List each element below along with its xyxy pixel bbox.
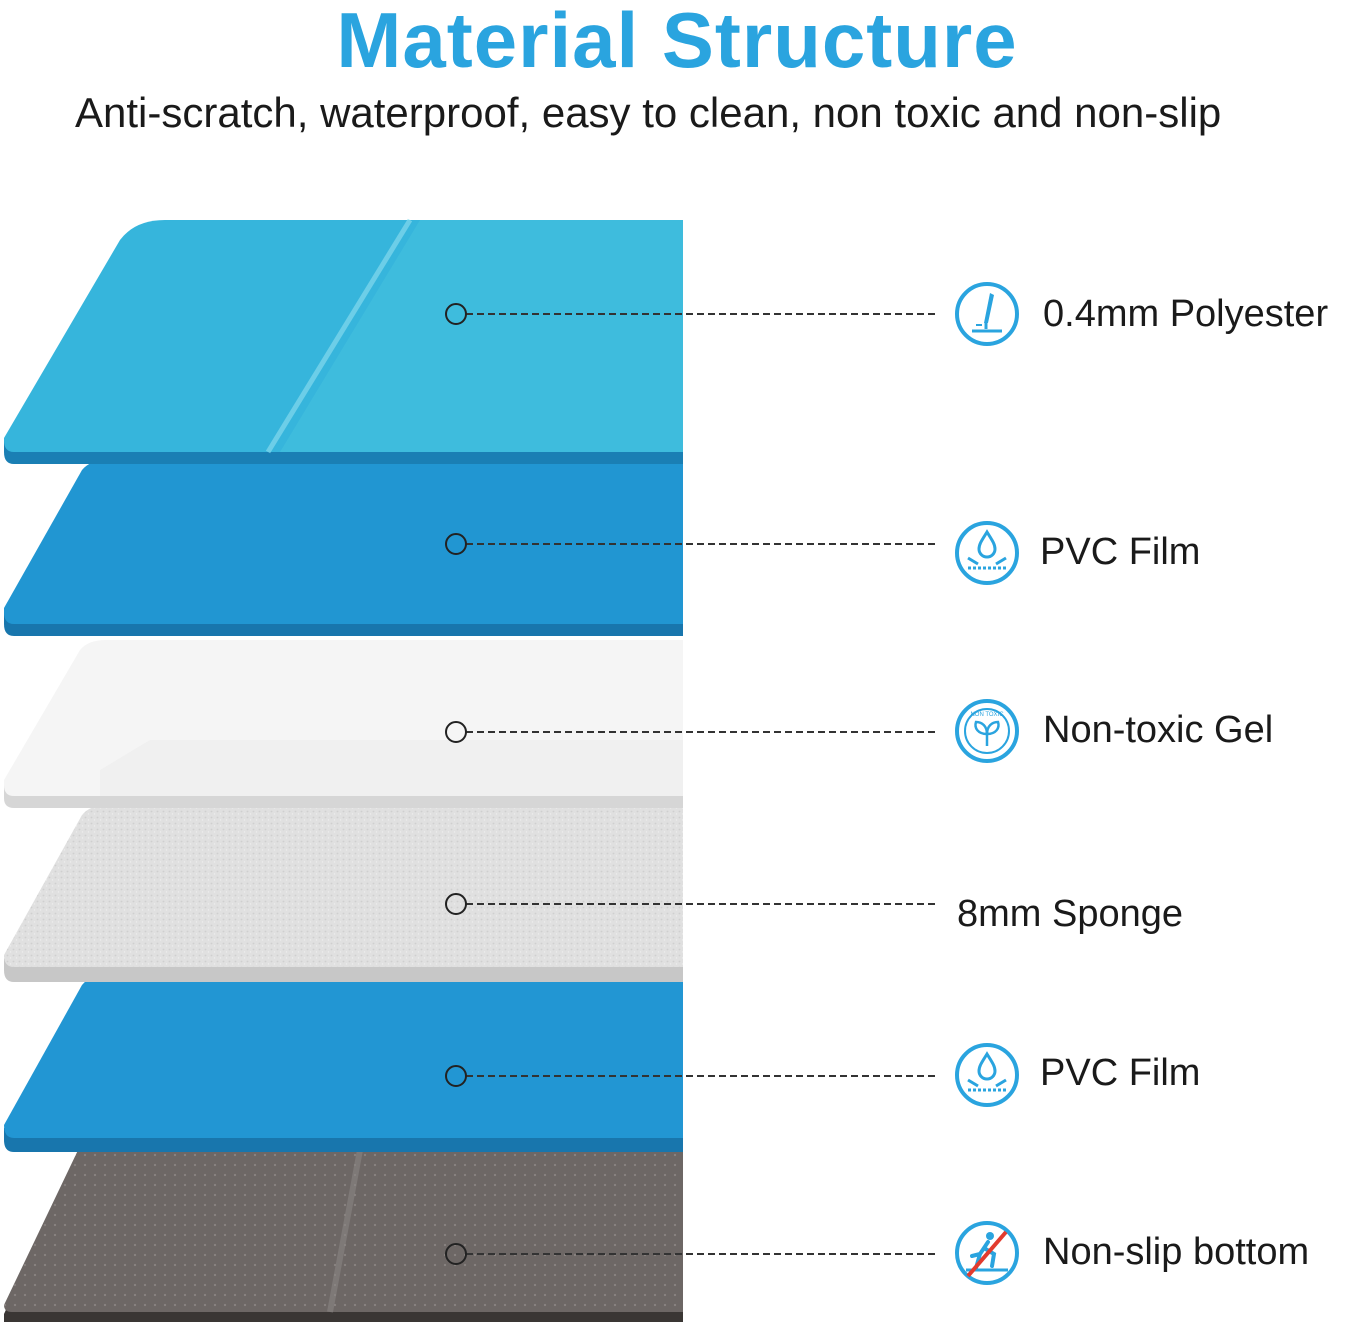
layer-label-sponge: 8mm Sponge [957, 893, 1184, 935]
page-title: Material Structure [336, 0, 1018, 84]
non-slip-icon [955, 1221, 1019, 1285]
layer-polyester [4, 218, 683, 464]
leader-dot [445, 303, 467, 325]
layer-pvc-film-1 [4, 460, 683, 636]
leader-dot [445, 533, 467, 555]
layer-pvc-film-2 [4, 975, 683, 1152]
non-toxic-icon-text: NON TOXIC [970, 712, 1004, 718]
layer-label-polyester: 0.4mm Polyester [1043, 293, 1329, 335]
layer-label-non-slip-bottom: Non-slip bottom [1043, 1231, 1310, 1273]
layer-sponge [4, 805, 683, 982]
layer-label-pvc-film-1: PVC Film [1040, 531, 1201, 573]
waterproof-drop-icon [955, 521, 1019, 585]
page-subtitle: Anti-scratch, waterproof, easy to clean,… [75, 89, 1222, 136]
layer-non-slip-bottom [4, 1136, 683, 1322]
leader-dot [445, 721, 467, 743]
layer-label-non-toxic-gel: Non-toxic Gel [1043, 709, 1274, 751]
leader-dot [445, 893, 467, 915]
leader-dot [445, 1065, 467, 1087]
leader-dot [445, 1243, 467, 1265]
layer-label-pvc-film-2: PVC Film [1040, 1052, 1201, 1094]
waterproof-drop-icon [955, 1043, 1019, 1107]
layer-non-toxic-gel [4, 640, 683, 808]
non-toxic-leaf-icon: NON TOXIC [955, 699, 1019, 763]
scratch-test-icon [955, 282, 1019, 346]
leader-lines [445, 303, 935, 1265]
